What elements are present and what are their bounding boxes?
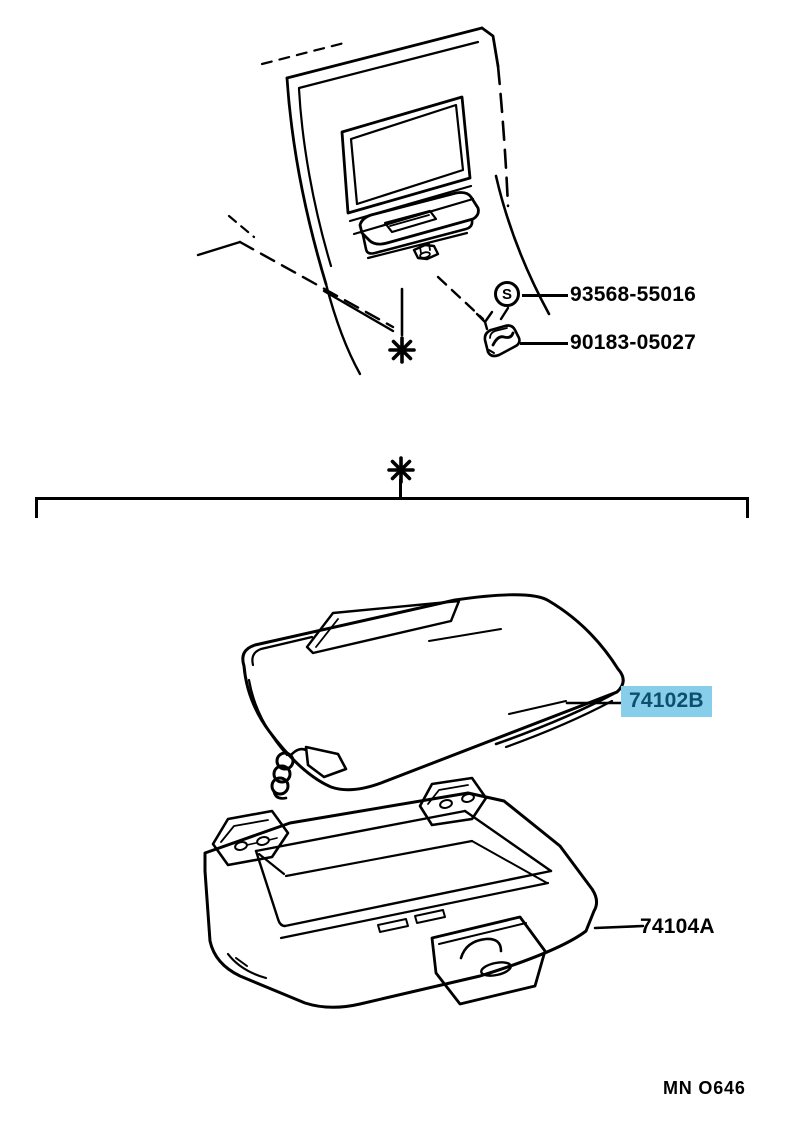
bracket-tick	[399, 479, 402, 498]
reference-mark-icon	[388, 336, 416, 364]
console-assembly-drawing	[196, 26, 551, 376]
grouping-bracket	[35, 497, 749, 518]
box-part-number-label[interactable]: 74104A	[640, 915, 715, 938]
lid-part-number-label[interactable]: 74102B	[621, 686, 712, 717]
leader-line	[522, 294, 568, 297]
screw-part-number-label[interactable]: 93568-55016	[570, 283, 696, 306]
screw-symbol-badge: S	[494, 281, 520, 307]
clip-part-number-label[interactable]: 90183-05027	[570, 331, 696, 354]
reference-mark-icon	[387, 456, 415, 484]
ashtray-box-drawing	[203, 776, 645, 1009]
clip-icon	[483, 324, 521, 358]
leader-line	[520, 342, 568, 345]
ashtray-lid-drawing	[241, 593, 627, 800]
page-code: MN O646	[663, 1078, 746, 1098]
